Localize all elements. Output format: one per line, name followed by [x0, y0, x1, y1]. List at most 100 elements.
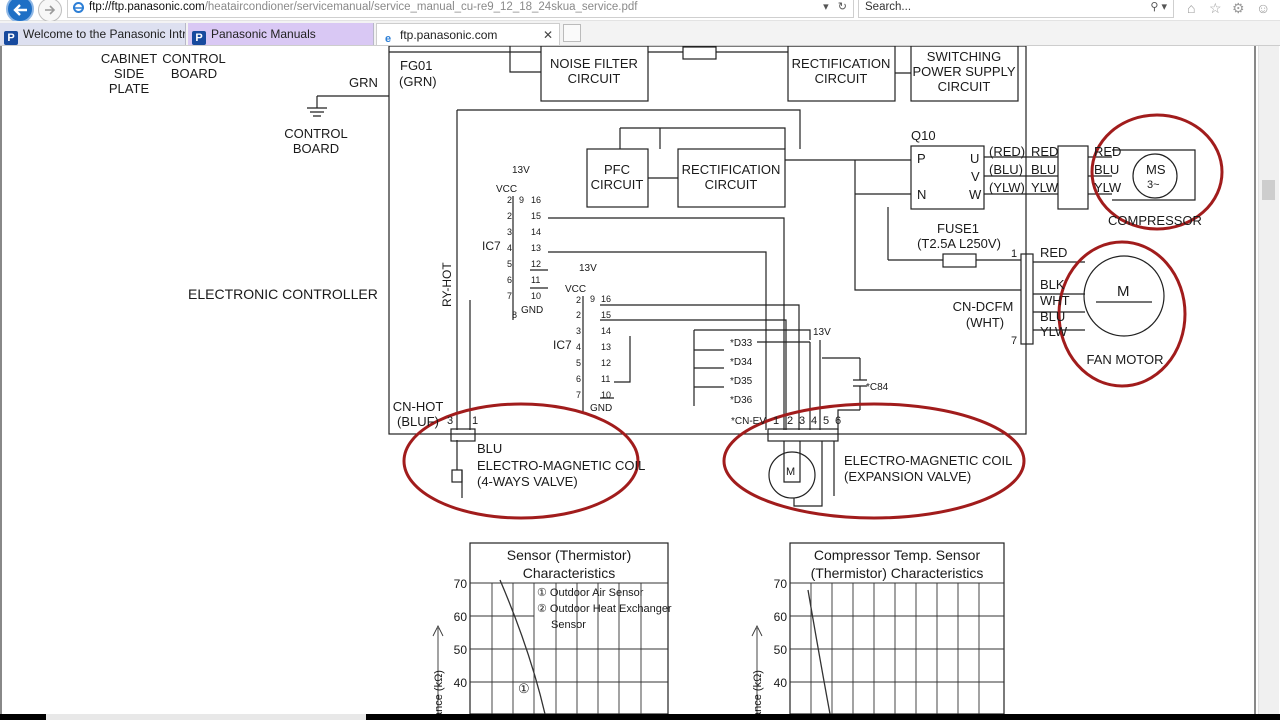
label-wht-fan: WHT — [1040, 293, 1070, 308]
ic7l-pin-11: 11 — [601, 374, 610, 384]
search-icon[interactable]: ⚲ — [1150, 1, 1159, 13]
label-gnd-upper: GND — [521, 305, 543, 316]
settings-gear-icon[interactable]: ⚙ — [1232, 0, 1245, 16]
forward-button[interactable] — [38, 0, 62, 22]
home-icon[interactable]: ⌂ — [1187, 0, 1196, 16]
label-board-2: BOARD — [293, 141, 339, 156]
label-blu-coil: BLU — [477, 441, 502, 456]
label-ylw-2: YLW — [1094, 180, 1122, 195]
chevron-down-icon[interactable]: ▾ — [1161, 1, 1167, 13]
label-grn: GRN — [349, 75, 378, 90]
label-ic7-upper: IC7 — [482, 239, 501, 253]
tab-label: Welcome to the Panasonic Intr... — [23, 27, 186, 41]
label-4-way-valve: (4-WAYS VALVE) — [477, 474, 578, 489]
ic7u-pin-8: 8 — [512, 310, 517, 320]
compressor-connector — [1057, 145, 1089, 210]
label-compressor: COMPRESSOR — [1108, 213, 1202, 228]
label-fg01: FG01 — [400, 58, 433, 73]
top-fuse — [682, 46, 717, 60]
ic7u-pin-4: 4 — [507, 243, 512, 253]
label-ev-pin1: 1 — [773, 415, 779, 427]
fuse1 — [942, 253, 977, 268]
label-d34: *D34 — [730, 357, 753, 368]
label-m-fan: M — [1117, 283, 1130, 300]
label-pin-1: 1 — [1011, 248, 1017, 260]
smiley-feedback-icon[interactable]: ☺ — [1256, 0, 1271, 16]
ic7l-pin-14: 14 — [601, 326, 611, 336]
label-board: BOARD — [171, 66, 217, 81]
label-ev-pin5: 5 — [823, 415, 829, 427]
label-em-coil: ELECTRO-MAGNETIC COIL — [477, 458, 645, 473]
label-power-supply: POWER SUPPLY — [912, 64, 1015, 79]
chart1-legend-1: ① Outdoor Air Sensor — [537, 587, 644, 599]
ic7u-pin-9: 9 — [519, 195, 524, 205]
label-v: V — [971, 169, 980, 184]
pdf-viewer[interactable]: CABINET SIDE PLATE CONTROL BOARD CONTROL… — [0, 46, 1280, 714]
label-blu-1: BLU — [1031, 162, 1056, 177]
label-13v-lower: 13V — [579, 263, 597, 274]
page-edge-left — [0, 46, 2, 714]
cn-dcfm-connector — [1020, 253, 1034, 345]
controller-board-outline — [388, 46, 1027, 435]
favorites-star-icon[interactable]: ☆ — [1209, 0, 1222, 16]
search-dropdown-icon[interactable]: ▾ — [823, 1, 829, 13]
chart1-ytick-40: 40 — [454, 676, 468, 690]
four-way-valve-highlight-circle — [402, 402, 640, 520]
label-pfc-circuit: CIRCUIT — [591, 177, 644, 192]
label-cn-ev: *CN-EV — [731, 416, 766, 427]
label-d35: *D35 — [730, 376, 753, 387]
label-gnd-lower: GND — [590, 403, 612, 414]
search-input[interactable]: Search... ⚲ ▾ — [858, 0, 1174, 18]
chart2-ytick-50: 50 — [774, 643, 788, 657]
taskbar — [0, 714, 1280, 720]
label-ry-hot: RY-HOT — [440, 262, 454, 307]
ic7l-pin-5: 5 — [576, 358, 581, 368]
chart2-ytick-70: 70 — [774, 577, 788, 591]
ie-icon — [73, 2, 84, 13]
expansion-valve-highlight-circle — [722, 402, 1026, 520]
scrollbar-thumb[interactable] — [1262, 180, 1275, 200]
label-fuse-rating: (T2.5A L250V) — [917, 236, 1001, 251]
label-ev-pin3: 3 — [799, 415, 805, 427]
back-button[interactable] — [6, 0, 34, 23]
chart2-ytick-40: 40 — [774, 676, 788, 690]
address-input[interactable]: ftp://ftp.panasonic.com/heataircondioner… — [67, 0, 854, 18]
ic7l-pin-16: 16 — [601, 294, 611, 304]
label-fuse1: FUSE1 — [937, 221, 979, 236]
taskbar-item[interactable] — [46, 714, 366, 720]
chart1-ytick-50: 50 — [454, 643, 468, 657]
noise-filter-block — [540, 46, 649, 102]
label-control-2: CONTROL — [284, 126, 348, 141]
chart1-ytick-60: 60 — [454, 610, 468, 624]
label-ylw-paren: (YLW) — [989, 180, 1025, 195]
label-cn-hot-pin1: 1 — [472, 415, 478, 427]
label-3-phase: 3~ — [1147, 179, 1160, 191]
ic7l-pin-12: 12 — [601, 358, 611, 368]
label-cn-dcfm-wht: (WHT) — [966, 315, 1004, 330]
close-tab-icon[interactable]: ✕ — [542, 28, 553, 42]
wiring-diagram: CABINET SIDE PLATE CONTROL BOARD CONTROL… — [101, 46, 1224, 714]
label-d36: *D36 — [730, 395, 753, 406]
ic7u-pin-14: 14 — [531, 227, 541, 237]
new-tab-button[interactable] — [563, 24, 581, 42]
ic7l-pin-1: 2 — [576, 295, 581, 305]
label-pfc: PFC — [604, 162, 630, 177]
refresh-icon[interactable]: ↻ — [837, 1, 847, 13]
chart2-ylabel: ance (kΩ) — [752, 670, 764, 714]
label-noise-circuit: CIRCUIT — [568, 71, 621, 86]
vertical-scrollbar[interactable] — [1258, 46, 1279, 714]
fan-motor-highlight-circle — [1057, 240, 1187, 388]
label-red-2: RED — [1094, 144, 1121, 159]
address-path: /heataircondioner/servicemanual/service_… — [204, 1, 638, 13]
ic7l-pin-10: 10 — [601, 390, 611, 400]
ic7u-pin-5: 5 — [507, 259, 512, 269]
label-control: CONTROL — [162, 51, 226, 66]
label-q10: Q10 — [911, 128, 936, 143]
label-u: U — [970, 151, 979, 166]
label-rect-top-circuit: CIRCUIT — [815, 71, 868, 86]
label-expansion-valve: (EXPANSION VALVE) — [844, 469, 971, 484]
ic7u-pin-6: 6 — [507, 275, 512, 285]
